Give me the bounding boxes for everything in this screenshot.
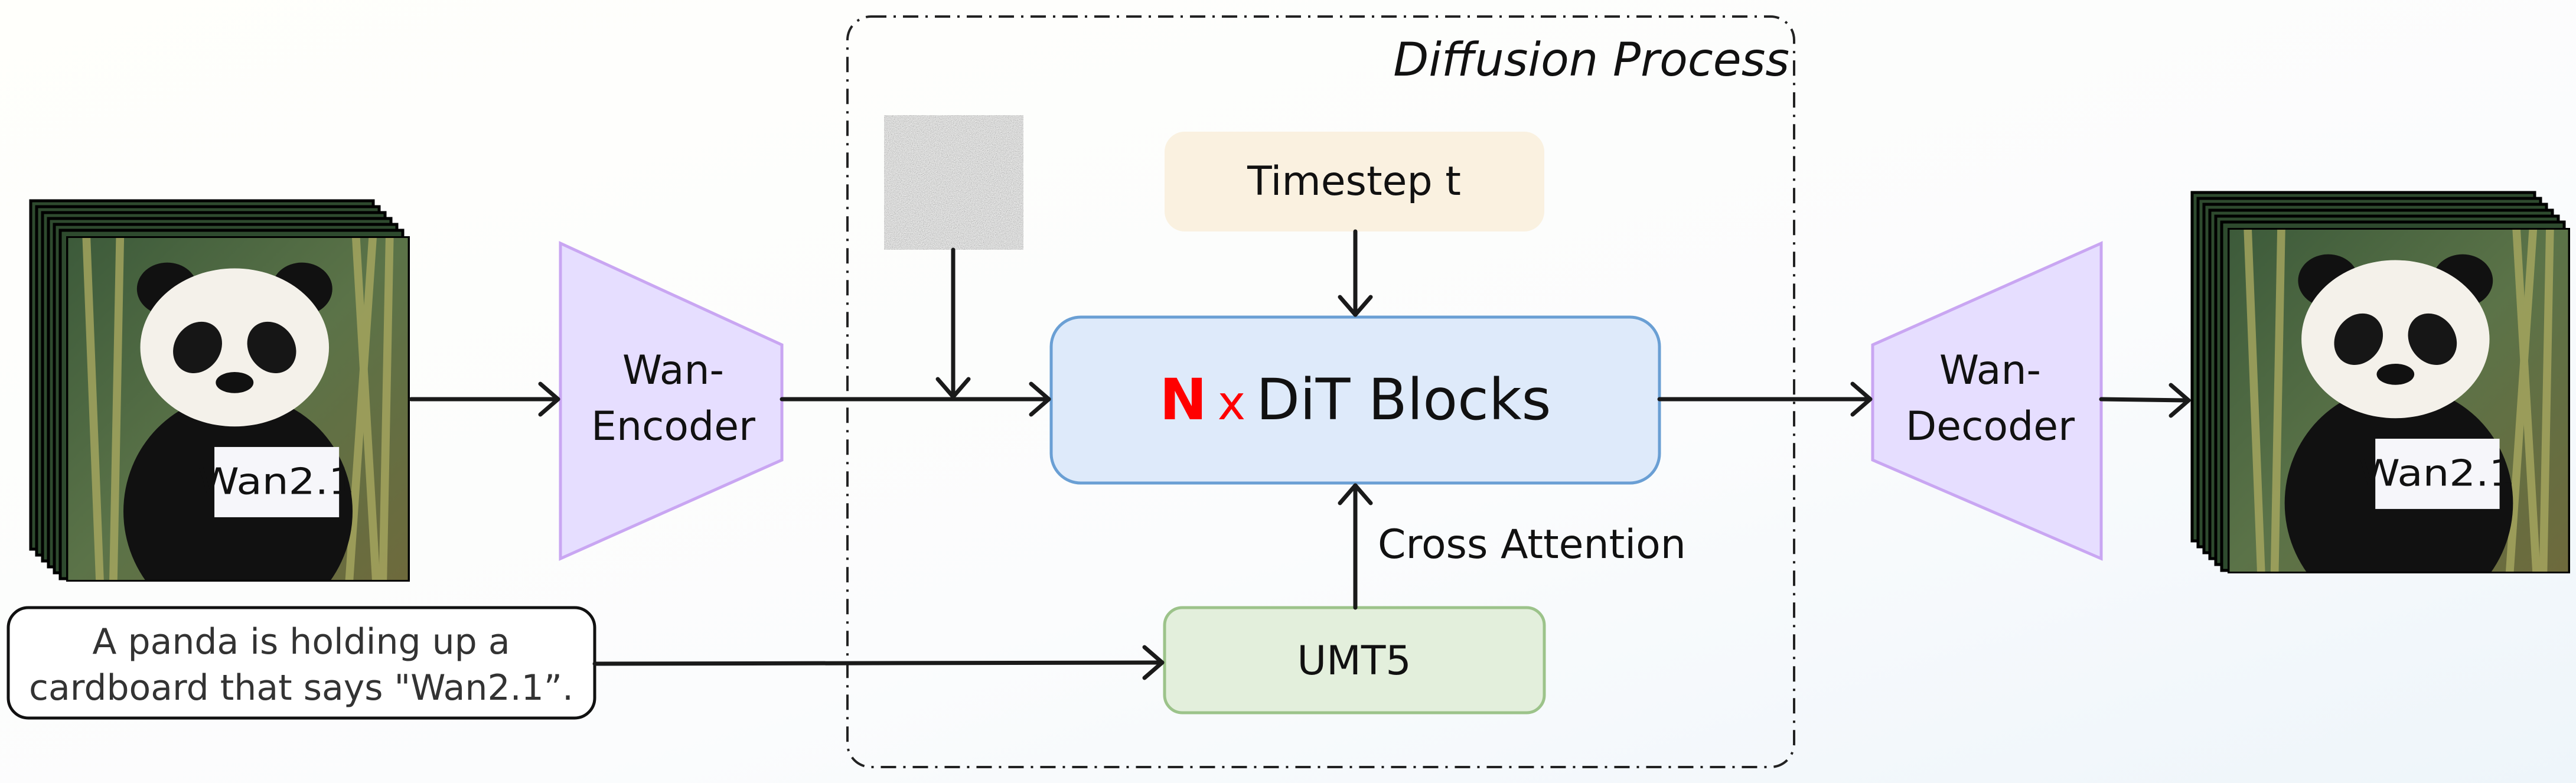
encoder-label-line-1: Wan- — [622, 347, 724, 394]
dit-n: N — [1159, 367, 1207, 433]
decoder-label-line-2: Decoder — [1906, 403, 2075, 450]
prompt-line-2: cardboard that says "Wan2.1”. — [29, 667, 573, 709]
umt5-label: UMT5 — [1297, 638, 1411, 684]
arrow-noise-to-main — [935, 247, 971, 399]
dit-x: x — [1218, 376, 1245, 430]
sign-text: Wan2.1 — [198, 460, 355, 503]
arrow-frames-to-encoder — [409, 381, 560, 417]
prompt-line-1: A panda is holding up a — [92, 621, 510, 663]
noise-latent-image — [884, 115, 1023, 250]
encoder-label-line-2: Encoder — [591, 403, 755, 450]
cross-attention-label: Cross Attention — [1378, 521, 1686, 568]
timestep-box — [1165, 132, 1544, 231]
timestep-label: Timestep t — [1247, 158, 1461, 205]
arrow-decoder-to-output — [2099, 383, 2191, 418]
output-sign-text: Wan2.1 — [2359, 452, 2515, 495]
diffusion-process-label: Diffusion Process — [1393, 34, 1789, 87]
diffusion-process-region — [846, 15, 1795, 768]
arrow-dit-to-decoder — [1657, 381, 1873, 417]
arrow-encoder-to-dit — [780, 381, 1051, 417]
arrow-timestep-to-dit — [1338, 229, 1373, 317]
wan-decoder — [1871, 241, 2103, 561]
wan-encoder — [559, 241, 784, 561]
arrow-prompt-to-umt5 — [592, 645, 1165, 680]
input-video-frames: Wan2.1 — [29, 199, 410, 582]
decoder-label-line-1: Wan- — [1939, 347, 2041, 394]
output-video-frames: Wan2.1 — [2190, 191, 2570, 573]
dit-label: DiT Blocks — [1256, 367, 1551, 433]
arrow-umt5-to-dit — [1338, 483, 1373, 610]
